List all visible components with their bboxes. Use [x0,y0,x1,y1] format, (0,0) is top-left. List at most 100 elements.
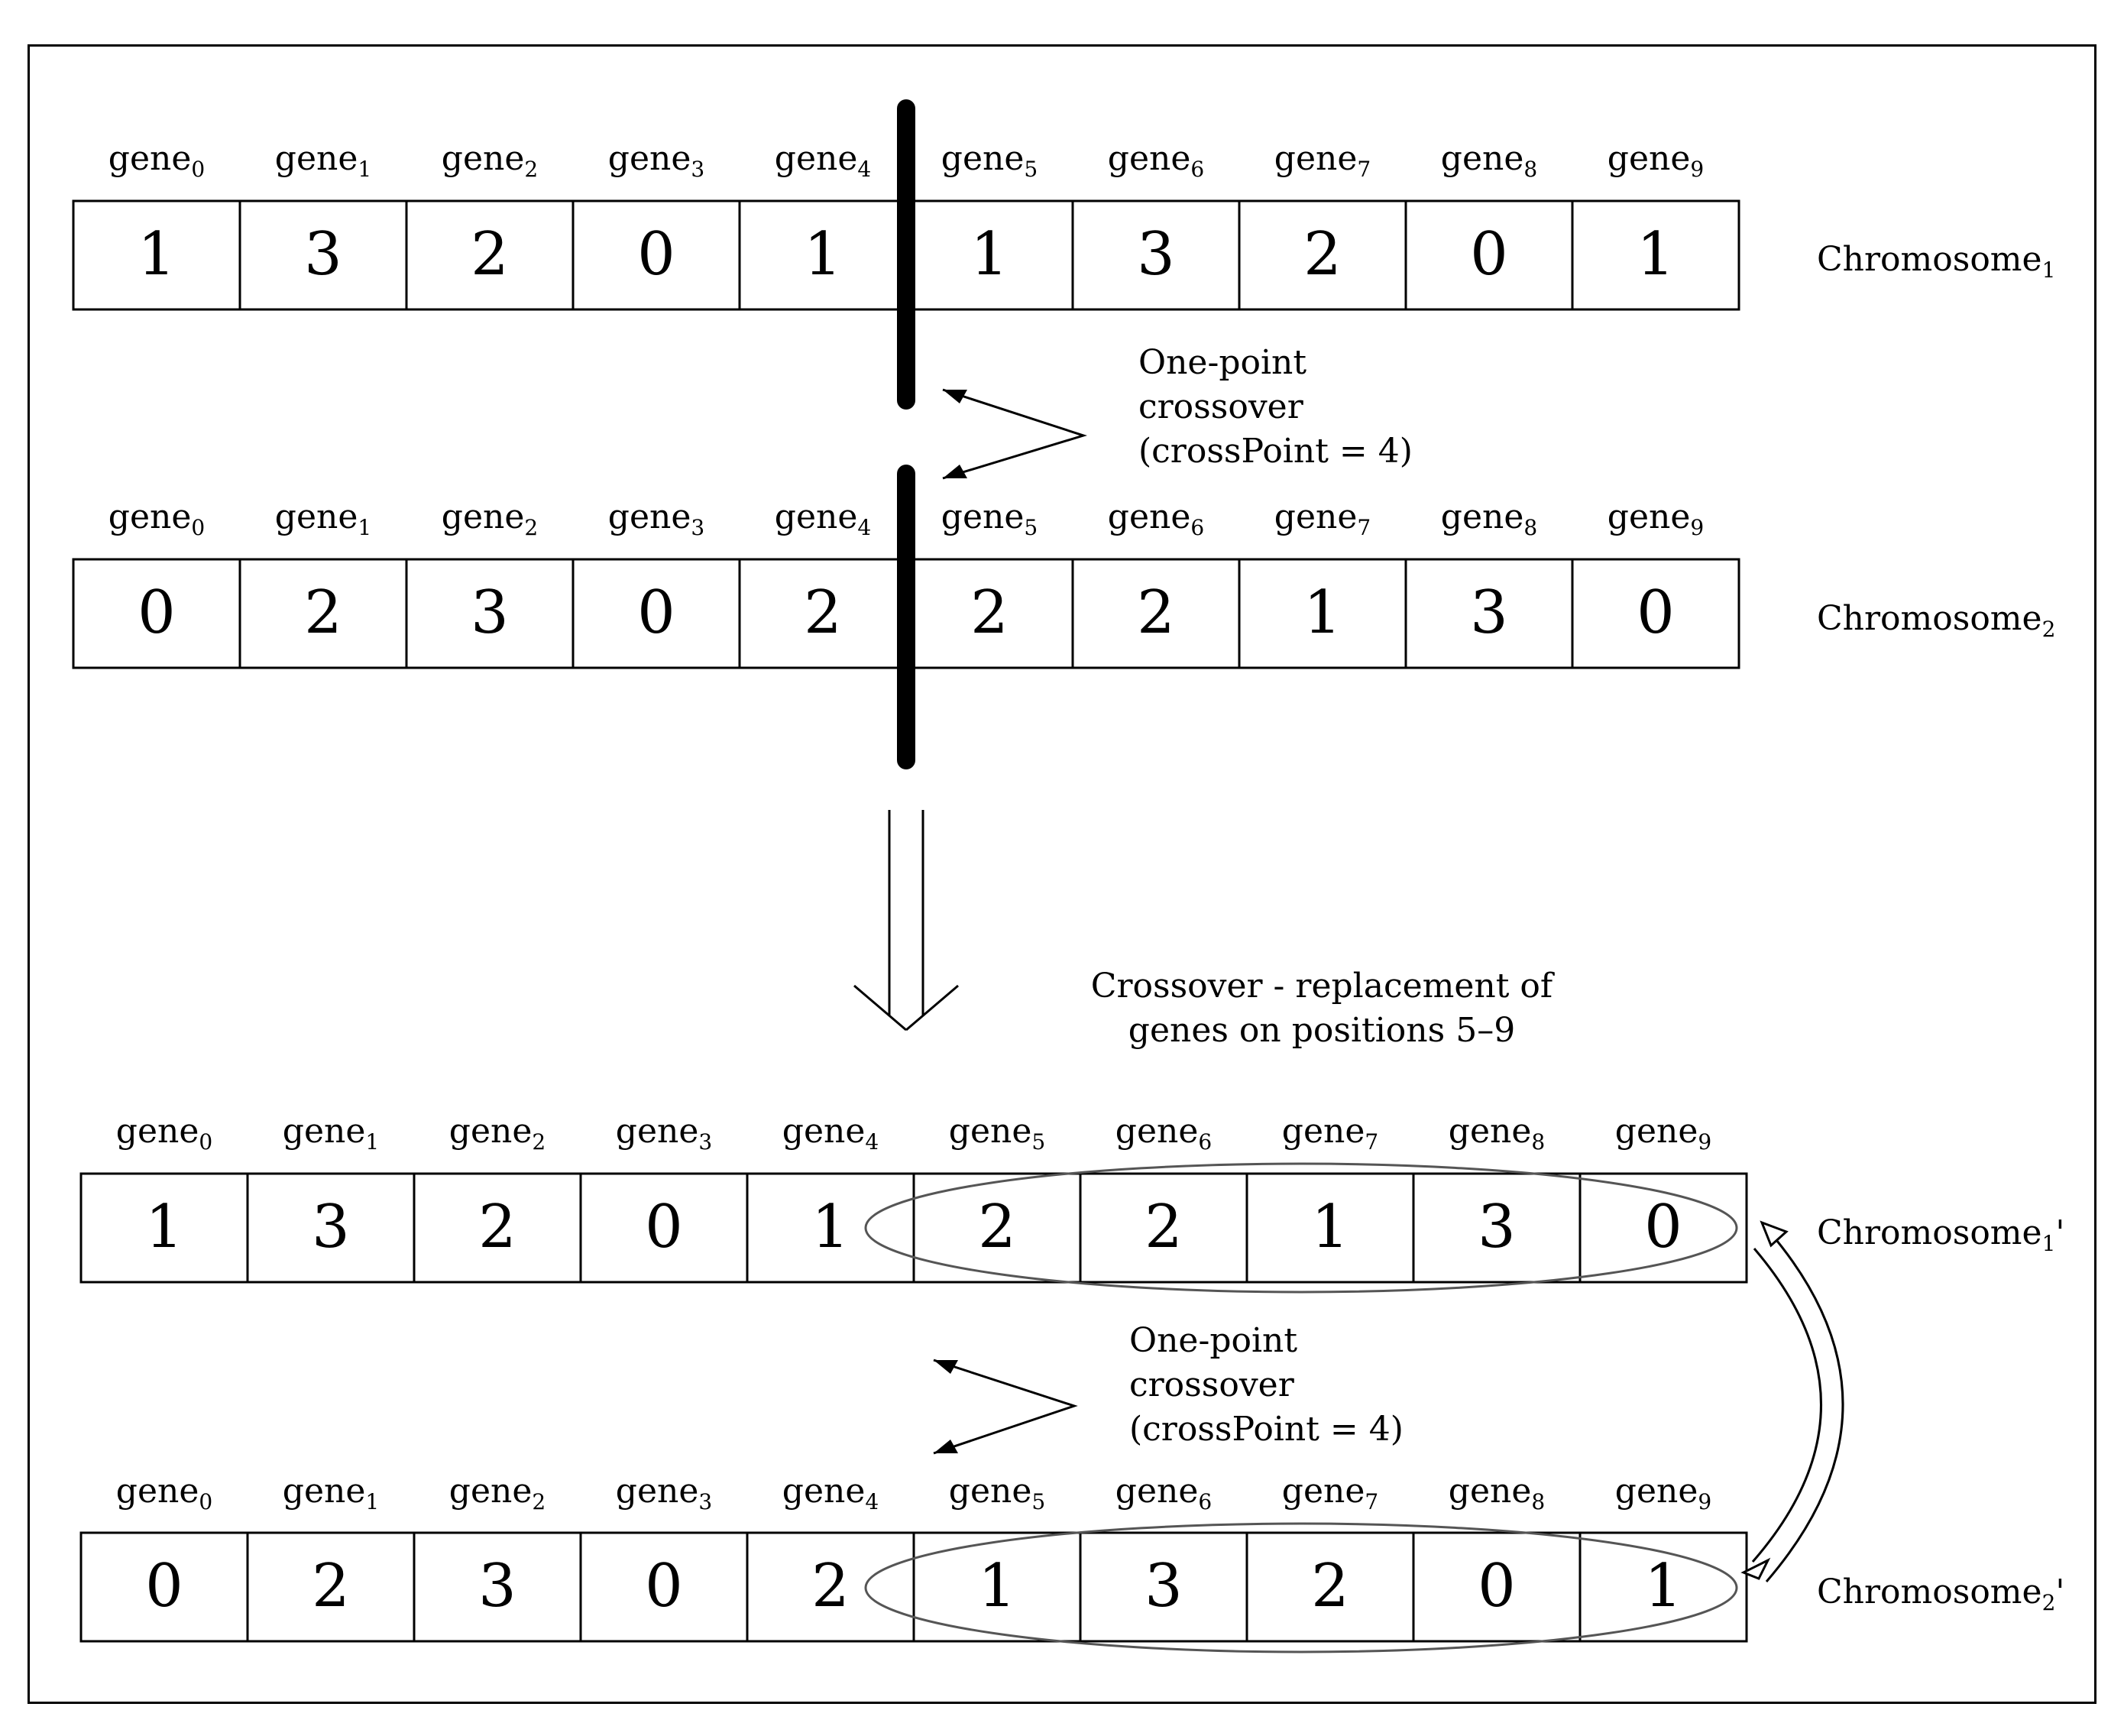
gene-label-index: 5 [1031,1489,1046,1514]
gene-label: gene5 [914,1115,1080,1159]
gene-label-base: gene [948,1472,1032,1511]
gene-label-base: gene [115,1112,199,1151]
gene-value: 2 [1303,220,1342,289]
gene-label-index: 1 [358,515,372,540]
gene-value: 3 [1145,1552,1183,1621]
gene-label-index: 4 [865,1129,879,1155]
gene-label-index: 9 [1690,157,1705,182]
gene-label-base: gene [1440,139,1524,178]
gene-label-index: 2 [524,515,539,540]
gene-value: 0 [637,578,675,647]
swap-curved-arrows [1751,1231,1844,1582]
gene-value: 2 [1311,1552,1349,1621]
gene-value: 1 [1644,1552,1682,1621]
gene-label-base: gene [1448,1112,1532,1151]
gene-label-base: gene [282,1112,366,1151]
gene-label-index: 0 [191,157,206,182]
gene-value: 0 [138,578,176,647]
gene-label-index: 6 [1190,515,1205,540]
gene-label-index: 7 [1357,157,1371,182]
crossover-note-top: One-point crossover (crossPoint = 4) [1138,341,1413,474]
chromosome-label-suffix: ' [2055,1213,2065,1252]
gene-value: 1 [1637,220,1675,289]
gene-value: 3 [471,578,509,647]
gene-label-base: gene [1107,497,1191,536]
gene-label-index: 0 [199,1129,213,1155]
gene-label: gene1 [248,1475,414,1519]
gene-label-index: 8 [1531,1129,1546,1155]
arrowhead-bottom-1 [934,1360,958,1374]
gene-value: 0 [1644,1193,1682,1262]
swap-region-ellipse-row3 [864,1162,1738,1294]
chromosome-label-base: Chromosome [1817,1572,2042,1611]
gene-label: gene8 [1406,142,1572,186]
gene-label-index: 5 [1031,1129,1046,1155]
gene-label: gene2 [414,1475,581,1519]
gene-label-base: gene [274,497,358,536]
gene-value: 1 [138,220,176,289]
gene-label-base: gene [441,139,525,178]
gene-label-base: gene [1607,139,1691,178]
gene-label-base: gene [607,497,691,536]
gene-label-base: gene [1115,1472,1199,1511]
chromosome-label-base: Chromosome [1817,240,2042,279]
chromosome-label-index: 2 [2041,1590,2056,1615]
gene-label-base: gene [1115,1112,1199,1151]
gene-label: gene9 [1572,142,1739,186]
gene-label-base: gene [1614,1112,1698,1151]
gene-label: gene8 [1413,1115,1580,1159]
gene-label: gene0 [73,500,240,545]
gene-value: 0 [645,1552,683,1621]
gene-label: gene3 [581,1475,747,1519]
crossover-note-bottom-line3: (crossPoint = 4) [1129,1410,1404,1449]
gene-value: 3 [1478,1193,1516,1262]
gene-label-index: 4 [857,515,872,540]
gene-label-index: 2 [532,1129,546,1155]
gene-label-base: gene [774,139,858,178]
crossover-note-bottom: One-point crossover (crossPoint = 4) [1129,1319,1404,1452]
gene-label: gene1 [240,142,406,186]
gene-label: gene2 [406,142,573,186]
arrowhead-top-2 [943,465,967,478]
gene-label-base: gene [115,1472,199,1511]
gene-value: 2 [304,578,342,647]
gene-label-base: gene [282,1472,366,1511]
gene-value: 1 [970,220,1009,289]
gene-label: gene8 [1413,1475,1580,1519]
gene-label: gene0 [81,1475,248,1519]
gene-label-index: 2 [532,1489,546,1514]
gene-label-index: 3 [698,1129,713,1155]
gene-label: gene3 [581,1115,747,1159]
gene-label-base: gene [448,1112,533,1151]
swap-region-ellipse-row4 [864,1522,1738,1653]
gene-label-index: 4 [857,157,872,182]
crossover-pointer-bottom [933,1359,1078,1455]
gene-label: gene1 [248,1115,414,1159]
gene-label-index: 0 [199,1489,213,1514]
gene-label-index: 6 [1198,1129,1213,1155]
replacement-note-line1: Crossover - replacement of [1090,967,1553,1006]
gene-value: 1 [1311,1193,1349,1262]
gene-label: gene0 [73,142,240,186]
gene-value: 1 [804,220,842,289]
gene-value: 2 [471,220,509,289]
gene-label: gene7 [1239,500,1406,545]
double-down-arrow [853,810,959,1032]
gene-value: 3 [1470,578,1508,647]
gene-label-base: gene [774,497,858,536]
replacement-note-line2: genes on positions 5–9 [1128,1011,1516,1050]
chromosome-label-index: 1 [2041,1231,2056,1256]
gene-label-index: 8 [1523,515,1538,540]
gene-label: gene6 [1073,500,1239,545]
gene-label: gene4 [747,1115,914,1159]
gene-label-index: 6 [1198,1489,1213,1514]
gene-label: gene9 [1580,1475,1747,1519]
crossover-note-bottom-line1: One-point [1129,1321,1298,1360]
gene-label-base: gene [941,497,1025,536]
chromosome-label: Chromosome2' [1817,1576,2065,1620]
gene-label: gene4 [747,1475,914,1519]
diagram-frame [28,44,2096,1704]
gene-label: gene6 [1080,1115,1247,1159]
gene-label: gene3 [573,142,740,186]
